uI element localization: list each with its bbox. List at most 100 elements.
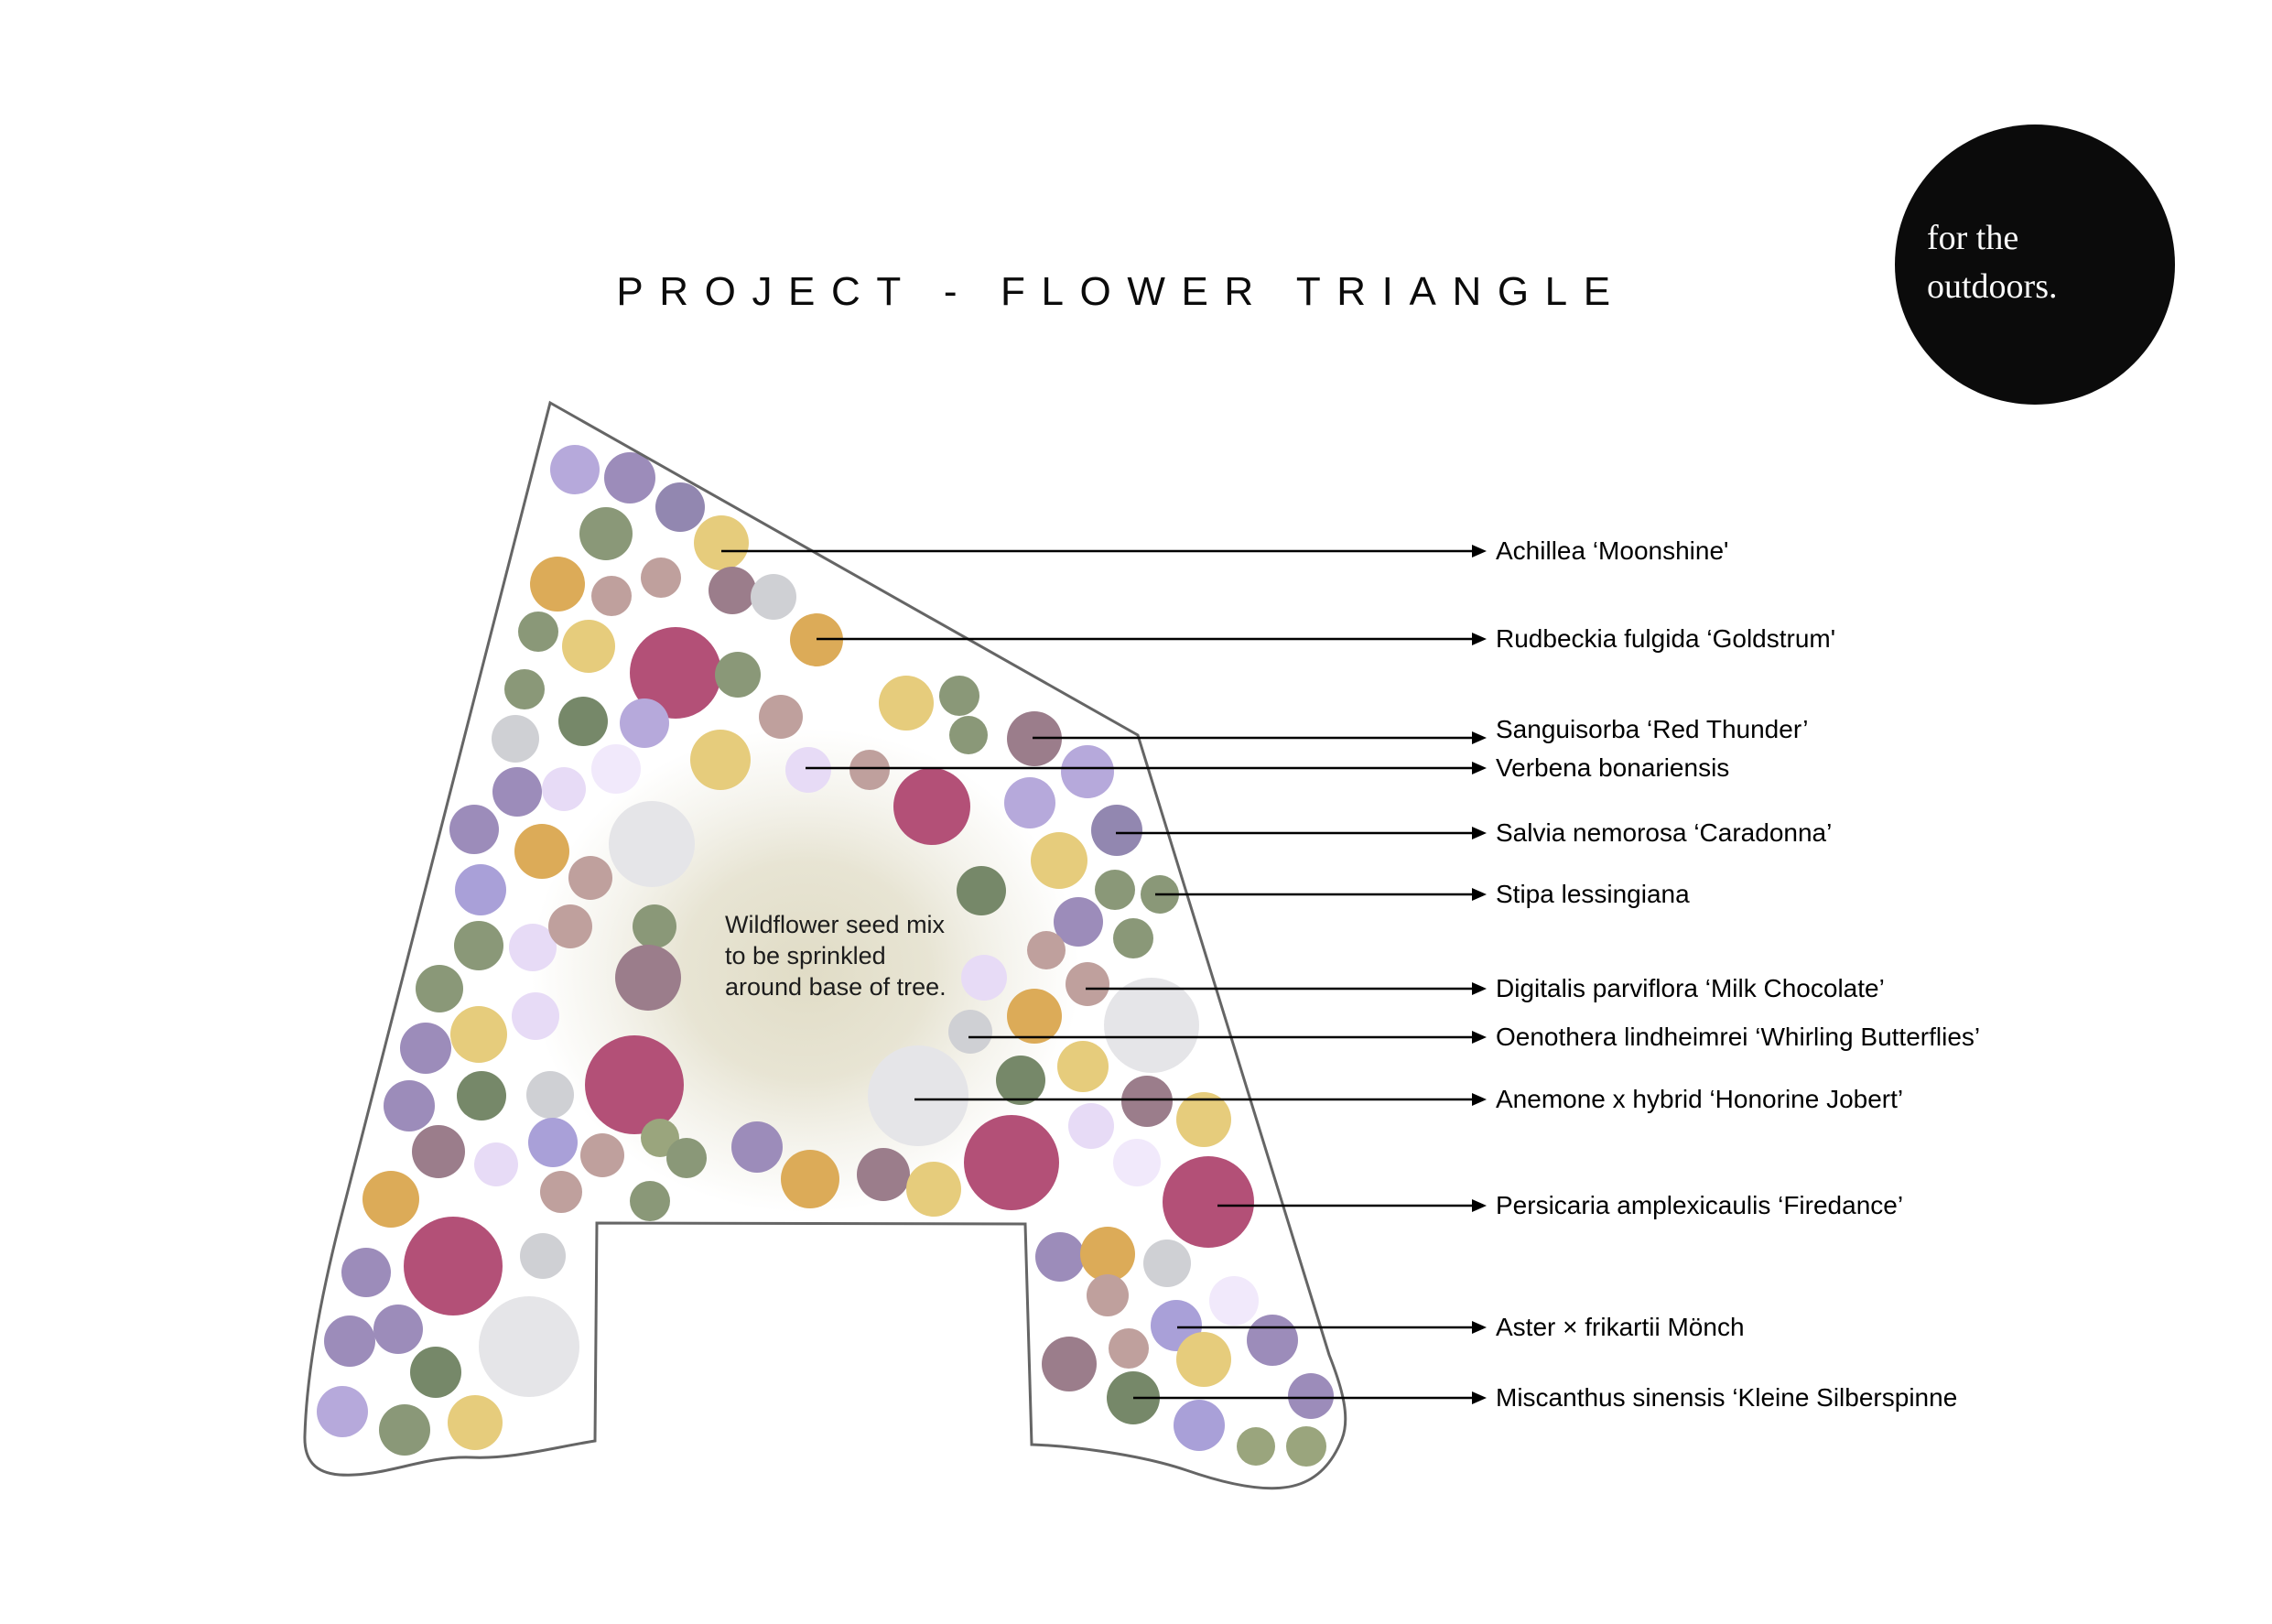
plant-circle-mauve: [857, 1148, 910, 1201]
plant-circle-lavender: [1004, 777, 1055, 828]
plant-label: Salvia nemorosa ‘Caradonna’: [1496, 818, 1833, 847]
plant-circle-sage: [454, 921, 503, 970]
plant-circle-pink: [1109, 1328, 1149, 1369]
plant-circle-darksage: [457, 1071, 506, 1121]
plant-label: Anemone x hybrid ‘Honorine Jobert’: [1496, 1085, 1904, 1113]
plant-circle-pink: [641, 558, 681, 598]
plant-circle-tan: [530, 557, 585, 612]
arrowhead-icon: [1472, 827, 1487, 839]
plant-label: Aster × frikartii Mönch: [1496, 1313, 1745, 1341]
plant-circle-olive: [1286, 1426, 1326, 1467]
plant-label: Digitalis parviflora ‘Milk Chocolate’: [1496, 974, 1885, 1002]
plant-circle-purple: [1247, 1315, 1298, 1366]
plant-circle-lilac: [1068, 1103, 1114, 1149]
brand-logo-line: for the: [1927, 219, 2019, 257]
arrowhead-icon: [1472, 1093, 1487, 1106]
brand-logo-line: outdoors.: [1927, 267, 2058, 306]
plant-label: Verbena bonariensis: [1496, 753, 1730, 782]
plant-circle-mauve: [412, 1125, 465, 1178]
wildflower-note: Wildflower seed mix to be sprinkled arou…: [725, 909, 947, 1002]
plant-circle-pink: [1066, 962, 1109, 1006]
plant-circle-gold: [906, 1162, 961, 1217]
plant-label: Stipa lessingiana: [1496, 880, 1690, 908]
plant-circle-gold: [1176, 1092, 1231, 1147]
plant-circle-gold: [562, 620, 615, 673]
plant-circle-olive: [1237, 1427, 1275, 1466]
plant-circle-sage: [518, 612, 558, 652]
plant-circle-lilac: [785, 747, 831, 793]
plant-circle-lilac2: [591, 744, 641, 794]
plant-circle-gold: [694, 515, 749, 570]
plant-circle-purple: [341, 1248, 391, 1297]
plant-circle-purple: [384, 1080, 435, 1131]
plant-circle-darksage: [558, 697, 608, 746]
plant-circle-purple: [1035, 1232, 1085, 1282]
plant-circle-pink: [548, 904, 592, 948]
plant-circle-pink: [568, 856, 612, 900]
plant-circle-crimson: [585, 1035, 684, 1134]
plant-circle-sage: [949, 716, 988, 754]
plant-circle-pink: [580, 1133, 624, 1177]
plant-label: Oenothera lindheimrei ‘Whirling Butterfl…: [1496, 1023, 1981, 1051]
arrowhead-icon: [1472, 1199, 1487, 1212]
plant-circle-gold: [690, 730, 751, 790]
arrowhead-icon: [1472, 762, 1487, 774]
plant-circle-sage: [630, 1181, 670, 1221]
plant-circle-gray: [492, 715, 539, 763]
plant-circle-sage: [416, 965, 463, 1012]
plant-circle-sage: [715, 652, 761, 698]
plant-circle-crimson: [964, 1115, 1059, 1210]
plant-label: Miscanthus sinensis ‘Kleine Silberspinne: [1496, 1383, 1958, 1412]
page-title: PROJECT - FLOWER TRIANGLE: [616, 269, 1627, 314]
plant-circle-crimson: [893, 768, 970, 845]
plant-circle-tan: [514, 824, 569, 879]
plant-circle-crimson: [404, 1217, 503, 1315]
plant-circle-mauve: [615, 945, 681, 1011]
wildflower-note-line: to be sprinkled: [725, 942, 886, 969]
plant-circle-sage: [379, 1404, 430, 1456]
arrowhead-icon: [1472, 888, 1487, 901]
plant-circle-pink: [540, 1171, 582, 1213]
plant-circle-lavender: [620, 698, 669, 748]
plant-circle-sage: [633, 904, 676, 948]
plant-circle-purple: [373, 1305, 423, 1354]
plant-circle-gold: [1057, 1041, 1109, 1092]
bed-outline: [303, 400, 1347, 1490]
plant-label: Sanguisorba ‘Red Thunder’: [1496, 715, 1809, 743]
brand-logo-text: for the outdoors.: [1927, 214, 2058, 311]
plant-circle-lightgray: [1104, 978, 1199, 1073]
label-arrows-layer: [721, 545, 1487, 1404]
plant-circle-sage: [1113, 918, 1153, 958]
arrowhead-icon: [1472, 982, 1487, 995]
plant-circle-lavender: [317, 1386, 368, 1437]
plant-circle-lilac: [512, 992, 559, 1040]
plant-circle-purple: [1054, 897, 1103, 947]
plant-circle-purple: [400, 1023, 451, 1074]
arrowhead-icon: [1472, 731, 1487, 744]
plant-circle-mauve: [1121, 1076, 1173, 1127]
plant-circle-lightgray: [868, 1045, 968, 1146]
plant-circle-periwinkle: [455, 864, 506, 915]
plant-circle-darksage: [996, 1056, 1045, 1105]
plant-circle-lavender: [1061, 745, 1114, 798]
brand-logo: for the outdoors.: [1895, 125, 2175, 405]
plant-circle-gold: [879, 676, 934, 731]
plant-circle-sage: [939, 676, 979, 716]
plant-circle-purple: [324, 1315, 375, 1367]
plant-circle-tan: [362, 1171, 419, 1228]
plant-circle-tan: [1007, 989, 1062, 1044]
arrowhead-icon: [1472, 633, 1487, 645]
plant-circle-gold: [1176, 1332, 1231, 1387]
plant-circle-lavender: [550, 445, 600, 494]
plant-circle-periwinkle: [528, 1118, 578, 1167]
plant-circle-pink: [759, 695, 803, 739]
wildflower-note-line: Wildflower seed mix: [725, 911, 946, 938]
plant-circle-gray: [1143, 1240, 1191, 1287]
plant-circle-pink: [1087, 1274, 1129, 1316]
plant-circle-purple2: [655, 482, 705, 532]
arrowhead-icon: [1472, 1031, 1487, 1044]
plant-label: Achillea ‘Moonshine': [1496, 536, 1729, 565]
plant-circle-lilac: [961, 955, 1007, 1001]
